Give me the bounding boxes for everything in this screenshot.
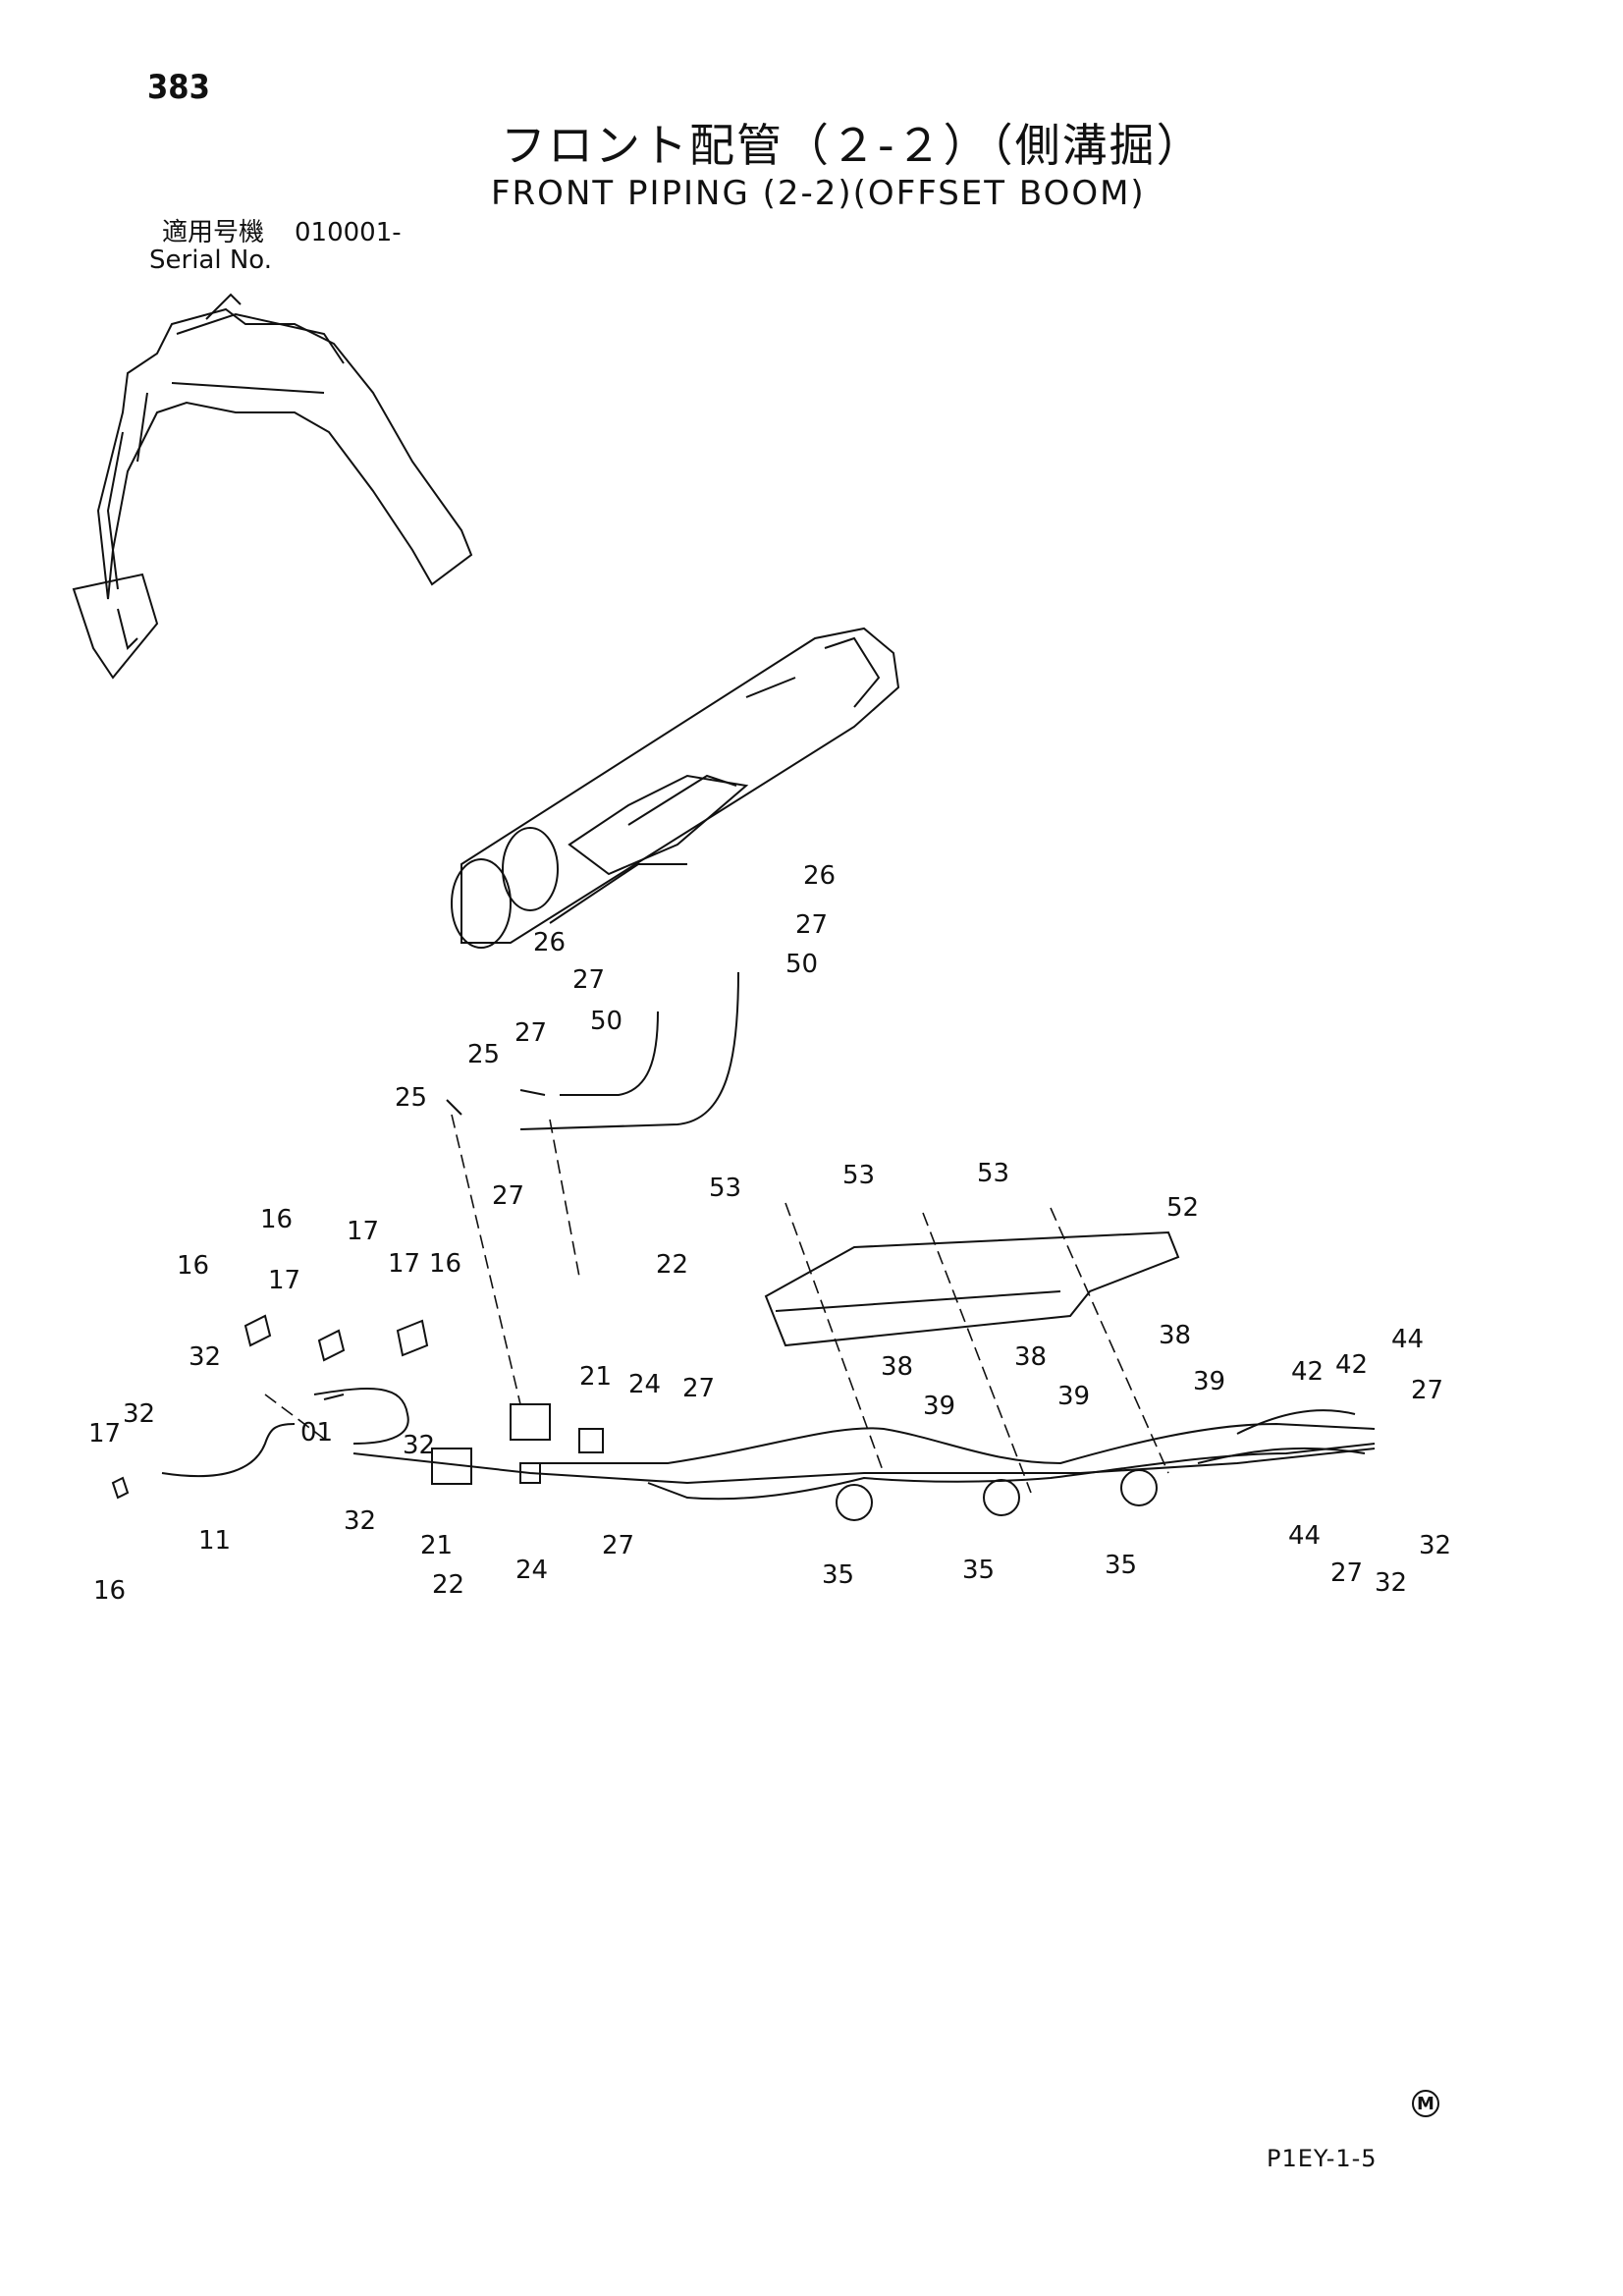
part-labels: 26 27 50 26 27 50 27 25 25 27 53 53 53 5… (88, 861, 1451, 1606)
part-label: 21 (579, 1362, 612, 1392)
part-label: 21 (420, 1531, 453, 1560)
part-label: 22 (656, 1250, 688, 1280)
part-label: 24 (515, 1556, 548, 1585)
part-label: 27 (795, 910, 828, 940)
part-label: 50 (590, 1007, 622, 1036)
part-label: 27 (1330, 1558, 1363, 1588)
title-japanese: フロント配管（２-２）（側溝掘） (501, 119, 1204, 172)
title-english: FRONT PIPING (2-2)(OFFSET BOOM) (491, 174, 1146, 213)
part-label: 27 (572, 965, 605, 995)
part-label: 42 (1291, 1357, 1324, 1387)
part-label: 44 (1391, 1325, 1424, 1354)
part-label: 27 (514, 1018, 547, 1048)
part-label: 35 (1105, 1551, 1137, 1580)
part-label: 27 (602, 1531, 634, 1560)
part-label: 53 (842, 1161, 875, 1190)
serial-label-japanese: 適用号機 (162, 218, 265, 247)
part-label: 11 (198, 1526, 231, 1556)
part-label: 32 (123, 1399, 155, 1429)
part-label: 32 (403, 1431, 435, 1460)
part-label: 17 (268, 1266, 300, 1295)
part-label: 52 (1166, 1193, 1199, 1223)
part-label: 53 (709, 1174, 741, 1203)
fittings (111, 1314, 1158, 1521)
part-label: 35 (962, 1556, 995, 1585)
part-label: 27 (682, 1374, 715, 1403)
part-label: 27 (492, 1181, 524, 1211)
part-label: 22 (432, 1570, 464, 1600)
excavator-overview-sketch (72, 293, 473, 680)
part-label: 42 (1335, 1350, 1368, 1380)
hose-lines (161, 971, 1376, 1501)
part-label: 32 (344, 1506, 376, 1536)
serial-value: 010001- (295, 218, 402, 247)
leader-lines (264, 1114, 1169, 1494)
part-label: 27 (1411, 1376, 1443, 1405)
part-label: 32 (1419, 1531, 1451, 1560)
part-label: 25 (395, 1083, 427, 1113)
part-label: 17 (88, 1419, 121, 1449)
part-label: 39 (1193, 1367, 1225, 1396)
boom-assembly (451, 627, 900, 949)
part-label: 16 (93, 1576, 126, 1606)
part-label: 38 (1014, 1342, 1047, 1372)
page-number: 383 (147, 68, 210, 107)
part-label: 39 (1057, 1382, 1090, 1411)
part-label: 35 (822, 1560, 854, 1590)
part-label: 16 (429, 1249, 461, 1279)
part-label: 16 (260, 1205, 293, 1234)
part-label: 25 (467, 1040, 500, 1069)
serial-label-english: Serial No. (149, 246, 272, 275)
part-label: 44 (1288, 1521, 1321, 1551)
part-label: 38 (1159, 1321, 1191, 1350)
part-label: 26 (533, 928, 566, 957)
m-mark: M (1412, 2090, 1439, 2117)
part-label: 39 (923, 1392, 955, 1421)
part-label: 01 (300, 1418, 333, 1448)
part-label: 24 (628, 1370, 661, 1399)
part-label: 17 (347, 1217, 379, 1246)
part-label: 26 (803, 861, 836, 891)
part-label: 53 (977, 1159, 1009, 1188)
part-label: 17 (388, 1249, 420, 1279)
part-label: 50 (785, 950, 818, 979)
part-label: 32 (1375, 1568, 1407, 1598)
cover-plate (764, 1230, 1180, 1347)
part-label: 38 (881, 1352, 913, 1382)
part-label: 32 (189, 1342, 221, 1372)
part-label: 16 (177, 1251, 209, 1281)
document-code: P1EY-1-5 (1267, 2145, 1378, 2172)
